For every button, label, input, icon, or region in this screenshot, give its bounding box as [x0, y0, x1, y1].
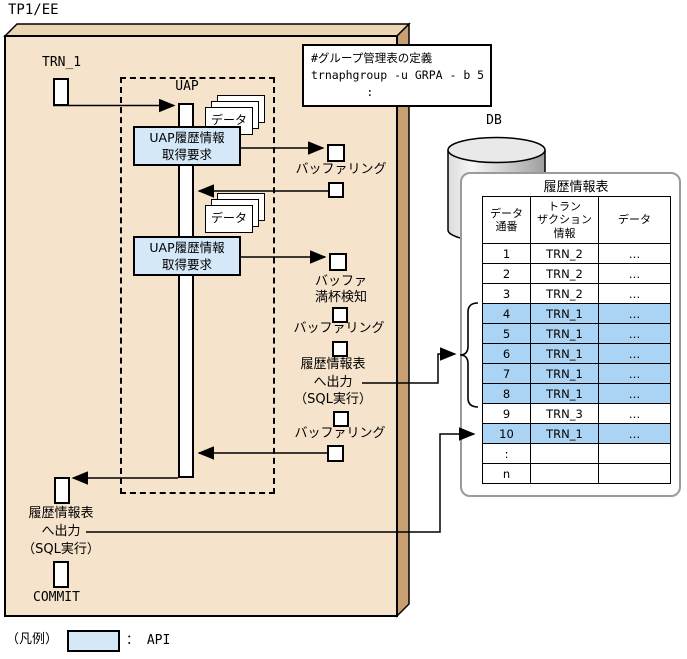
table-cell-seq: 5 — [482, 323, 531, 344]
legend-api-label: ： API — [126, 633, 171, 648]
history-table-title: 履歴情報表 — [543, 180, 609, 195]
table-cell-trn: TRN_1 — [530, 423, 599, 444]
legend-api-swatch — [67, 630, 120, 652]
col-header-seq: データ 通番 — [482, 196, 531, 244]
table-cell-data: … — [598, 323, 671, 344]
step-output-mid: 履歴情報表 へ出力 （SQL実行） — [294, 357, 372, 407]
table-cell-data — [598, 463, 671, 484]
uap-label: UAP — [175, 79, 199, 94]
table-cell-trn: TRN_1 — [530, 323, 599, 344]
table-cell-seq: 6 — [482, 343, 531, 364]
col-header-transaction: トラン ザクション 情報 — [530, 196, 599, 244]
table-cell-data: … — [598, 263, 671, 284]
table-cell-seq: 9 — [482, 403, 531, 424]
step-buffer-full: バッファ 満杯検知 — [314, 274, 368, 305]
table-cell-seq: : — [482, 443, 531, 464]
trn1-label: TRN_1 — [42, 55, 82, 70]
table-cell-seq: 2 — [482, 263, 531, 284]
api-request-box-2: UAP履歴情報 取得要求 — [133, 236, 241, 276]
table-cell-trn: TRN_1 — [530, 303, 599, 324]
table-cell-trn: TRN_2 — [530, 283, 599, 304]
group-definition-note: #グループ管理表の定義 trnaphgroup -u GRPA - b 5 : — [302, 44, 492, 107]
table-cell-trn: TRN_2 — [530, 243, 599, 264]
table-row: n — [482, 463, 671, 484]
table-cell-trn: TRN_3 — [530, 403, 599, 424]
db-label: DB — [486, 113, 502, 128]
step-buffering-3: バッファリング — [294, 426, 386, 441]
table-cell-trn — [530, 443, 599, 464]
data-papers-2: データ — [205, 205, 253, 233]
table-cell-seq: 7 — [482, 363, 531, 384]
table-cell-seq: 1 — [482, 243, 531, 264]
arrow-output-to-rows4-8 — [362, 347, 457, 384]
table-cell-seq: 8 — [482, 383, 531, 404]
commit-label: COMMIT — [33, 590, 80, 605]
buffering-square-1 — [327, 144, 345, 162]
step-buffering-2: バッファリング — [293, 321, 385, 336]
slab-right-bevel — [396, 22, 410, 618]
table-cell-data — [598, 443, 671, 464]
slab-top-bevel — [3, 23, 411, 37]
table-cell-data: … — [598, 383, 671, 404]
table-cell-trn: TRN_2 — [530, 263, 599, 284]
legend-prefix: （凡例） — [6, 632, 59, 647]
table-cell-seq: 4 — [482, 303, 531, 324]
step-output-bottom: 履歴情報表 へ出力 （SQL実行） — [22, 506, 100, 557]
table-cell-data: … — [598, 243, 671, 264]
table-cell-trn — [530, 463, 599, 484]
table-cell-seq: 10 — [482, 423, 531, 444]
system-title: TP1/EE — [8, 2, 59, 18]
table-row: : — [482, 443, 671, 464]
return-square-1 — [328, 182, 344, 198]
table-cell-data: … — [598, 363, 671, 384]
table-cell-data: … — [598, 303, 671, 324]
table-cell-seq: 3 — [482, 283, 531, 304]
table-cell-seq: n — [482, 463, 531, 484]
commit-rect — [53, 561, 69, 588]
table-cell-trn: TRN_1 — [530, 343, 599, 364]
trn1-process-rect — [53, 78, 69, 106]
output-square-mid — [332, 341, 348, 357]
buffer-full-square — [329, 253, 347, 271]
table-header-row: データ 通番 トラン ザクション 情報 データ — [482, 196, 671, 244]
buffering-square-2 — [332, 307, 348, 323]
col-header-data: データ — [598, 196, 671, 244]
table-cell-trn: TRN_1 — [530, 383, 599, 404]
buffering-square-3 — [333, 411, 349, 427]
api-request-box-1: UAP履歴情報 取得要求 — [133, 126, 241, 166]
table-cell-trn: TRN_1 — [530, 363, 599, 384]
db-cylinder-top — [447, 136, 546, 164]
table-cell-data: … — [598, 423, 671, 444]
table-cell-data: … — [598, 403, 671, 424]
output-rect-bottom — [54, 477, 70, 504]
table-cell-data: … — [598, 283, 671, 304]
step-buffering-1: バッファリング — [295, 162, 387, 177]
return-square-2 — [327, 445, 344, 462]
table-cell-data: … — [598, 343, 671, 364]
